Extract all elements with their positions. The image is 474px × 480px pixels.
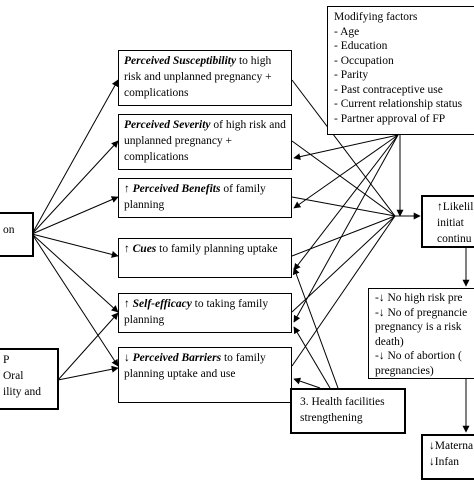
outcomes-box: -↓ No high risk pre -↓ No of pregnancie … <box>368 288 474 379</box>
intervention-box-bottom-line-1: P <box>3 354 10 366</box>
arrow-modifying-to-benefits <box>293 134 399 209</box>
intervention-box-bottom-line-3: ility and <box>3 386 42 398</box>
perception-prefix: ↑ <box>124 298 133 310</box>
final-outcome-line-2: ↓Infan <box>429 456 460 468</box>
perception-prefix: ↑ <box>124 243 133 255</box>
perception-emphasis: Self-efficacy <box>132 298 192 310</box>
intervention-box-bottom: P Oral ility and <box>0 348 59 410</box>
health-facilities-line-1: 3. Health facilities <box>300 396 385 408</box>
arrow-self-efficacy-to-convergence <box>291 215 396 313</box>
arrow-left-to-susceptibility <box>31 79 119 235</box>
modifying-factor-item: - Current relationship status <box>334 98 463 110</box>
perceived-barriers-box: ↓ Perceived Barriers to family planning … <box>118 347 292 403</box>
likelihood-line-1: ↑Likelil <box>437 201 474 213</box>
outcome-line: death) <box>375 335 404 348</box>
modifying-factor-item: - Past contraceptive use <box>334 83 443 96</box>
final-outcome-line-1: ↓Materna <box>429 440 474 452</box>
health-facilities-line-2: strengthening <box>300 412 363 424</box>
cues-box: ↑ Cues to family planning uptake <box>118 238 292 278</box>
arrow-left-to-benefits <box>31 196 119 235</box>
arrow-health-facilities-to-self-efficacy <box>293 326 331 389</box>
arrow-left-to-barriers <box>31 233 119 367</box>
arrow-modifying-to-self-efficacy <box>293 134 399 323</box>
intervention-box-top-text: on <box>3 224 15 236</box>
modifying-factor-item: - Education <box>334 40 388 52</box>
perceived-benefits-box: ↑ Perceived Benefits of family planning <box>118 178 292 218</box>
outcome-line: -↓ No of abortion ( <box>375 350 462 362</box>
modifying-factors-box: Modifying factors - Age - Education - Oc… <box>327 6 474 135</box>
perception-emphasis: Perceived Severity <box>124 119 211 131</box>
perception-prefix: ↑ <box>124 183 133 195</box>
modifying-factors-title: Modifying factors <box>334 11 418 23</box>
likelihood-line-2: initiat <box>437 217 464 229</box>
perception-emphasis: Perceived Barriers <box>132 352 222 364</box>
arrow-bottom-left-to-barriers <box>57 365 119 381</box>
arrow-health-facilities-to-barriers <box>293 377 321 389</box>
arrow-health-facilities-to-cues <box>292 267 339 389</box>
outcome-line: pregnancies) <box>375 364 434 377</box>
perception-prefix: ↓ <box>124 352 133 364</box>
modifying-factor-item: - Occupation <box>334 54 394 67</box>
perception-text: of high risk and unplanned pregnancy + c… <box>124 119 286 163</box>
perception-emphasis: Cues <box>132 243 157 255</box>
arrow-severity-to-convergence <box>291 140 396 217</box>
perception-text: to family planning uptake and use <box>124 352 266 380</box>
arrow-susceptibility-to-convergence <box>291 79 396 217</box>
perception-text: of family planning <box>124 183 266 211</box>
intervention-box-top: on <box>0 212 34 257</box>
perceived-severity-box: Perceived Severity of high risk and unpl… <box>118 114 292 170</box>
health-facilities-box: 3. Health facilities strengthening <box>290 388 406 434</box>
arrow-left-to-self-efficacy <box>31 233 119 313</box>
arrow-modifying-to-cues <box>293 134 399 271</box>
intervention-box-bottom-line-2: Oral <box>3 370 24 382</box>
modifying-factor-item: - Age <box>334 25 360 38</box>
final-outcomes-box: ↓Materna ↓Infan <box>421 434 474 480</box>
perception-text: to family planning uptake <box>156 243 278 255</box>
outcome-line: pregnancy is a risk <box>375 321 462 333</box>
arrow-bottom-left-to-self-efficacy <box>57 312 119 381</box>
likelihood-box: ↑Likelil initiat continu <box>421 195 474 248</box>
arrow-modifying-to-severity <box>293 134 399 161</box>
self-efficacy-box: ↑ Self-efficacy to taking family plannin… <box>118 293 292 333</box>
arrow-left-to-severity <box>31 140 119 235</box>
modifying-factor-item: - Partner approval of FP <box>334 112 446 125</box>
arrow-barriers-to-convergence <box>291 215 396 367</box>
likelihood-line-3: continu <box>437 233 472 245</box>
arrow-cues-to-convergence <box>291 215 396 257</box>
modifying-factor-item: - Parity <box>334 69 369 81</box>
arrow-left-to-cues <box>31 233 119 258</box>
perception-emphasis: Perceived Benefits <box>132 183 221 195</box>
perception-emphasis: Perceived Susceptibility <box>124 55 237 67</box>
perceived-susceptibility-box: Perceived Susceptibility to high risk an… <box>118 50 292 106</box>
perception-text: to taking family planning <box>124 298 269 326</box>
outcome-line: -↓ No of pregnancie <box>375 306 468 319</box>
perception-text: to high risk and unplanned pregnancy + c… <box>124 55 272 99</box>
outcome-line: -↓ No high risk pre <box>375 292 463 304</box>
